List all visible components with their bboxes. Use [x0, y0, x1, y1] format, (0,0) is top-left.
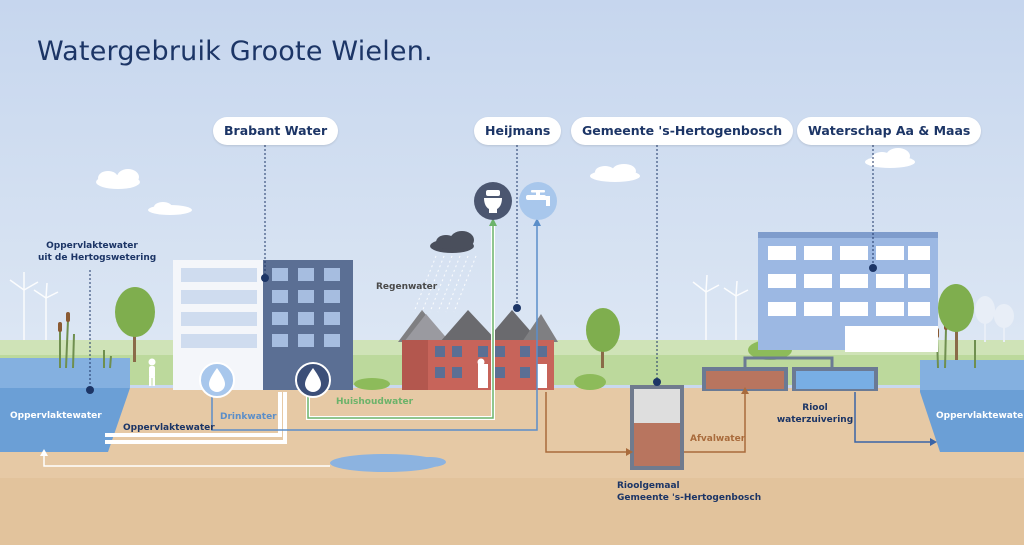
rioolgemaal-line2: Gemeente 's-Hertogenbosch — [617, 493, 762, 503]
org-label-gemeente: Gemeente 's-Hertogenbosch — [571, 117, 794, 145]
lake-right-surface — [920, 360, 1024, 390]
oppervlaktewater-left-label: Oppervlaktewater — [10, 411, 102, 421]
tree-left — [115, 287, 155, 362]
water-treatment-basins — [702, 356, 878, 391]
page-title: Watergebruik Groote Wielen. — [37, 36, 433, 67]
drinkwater-pipe — [211, 225, 538, 431]
riool-waterzuivering-label: Riool waterzuivering — [775, 402, 855, 426]
afvalwater-pipe — [545, 392, 628, 453]
oppervlaktewater-source-line2: uit de Hertogswetering — [38, 253, 157, 263]
tree-right — [938, 284, 974, 360]
rioolgemaal-label: Rioolgemaal Gemeente 's-Hertogenbosch — [617, 480, 761, 504]
regenwater-label: Regenwater — [376, 282, 438, 292]
tap-icon — [519, 182, 557, 220]
riool-line2: waterzuivering — [776, 415, 854, 425]
tree-middle — [586, 308, 620, 368]
toilet-icon — [474, 182, 512, 220]
oppervlaktewater-pipe-label: Oppervlaktewater — [123, 423, 215, 433]
huishoudwater-pipe — [307, 225, 494, 419]
leader-lines — [89, 145, 874, 390]
effluent-pipe — [854, 392, 932, 443]
rain-cloud-icon — [413, 231, 477, 313]
org-label-waterschap: Waterschap Aa & Maas — [797, 117, 982, 145]
leader-dots — [86, 264, 877, 394]
oppervlaktewater-pipe — [105, 392, 282, 437]
water-drop-icon — [199, 362, 235, 398]
oppervlaktewater-source-line1: Oppervlaktewater — [46, 241, 138, 251]
afvalwater-label: Afvalwater — [690, 434, 746, 444]
wind-turbines — [9, 272, 749, 345]
org-label-heijmans: Heijmans — [474, 117, 562, 145]
person-figure — [148, 358, 485, 386]
oppervlaktewater-source-label: Oppervlaktewater uit de Hertogswetering — [38, 240, 157, 264]
huishoudwater-label: Huishoudwater — [336, 397, 414, 407]
water-drop-icon — [295, 362, 331, 398]
ground-deep — [0, 478, 1024, 545]
groundwater-puddle — [330, 454, 440, 472]
return-pipe — [43, 452, 330, 467]
oppervlaktewater-right-label: Oppervlaktewater — [936, 411, 1024, 421]
drinkwater-label: Drinkwater — [220, 412, 277, 422]
dark-building — [263, 260, 353, 390]
distant-trees — [975, 296, 1014, 342]
org-label-brabant-water: Brabant Water — [213, 117, 339, 145]
riool-line1: Riool — [802, 403, 828, 413]
cloud-icon — [96, 148, 915, 215]
rioolgemaal-line1: Rioolgemaal — [617, 481, 680, 491]
lake-left-surface — [0, 358, 130, 388]
sewage-pump-station — [630, 385, 684, 470]
waterschap-building — [758, 232, 938, 352]
row-houses — [398, 310, 558, 390]
